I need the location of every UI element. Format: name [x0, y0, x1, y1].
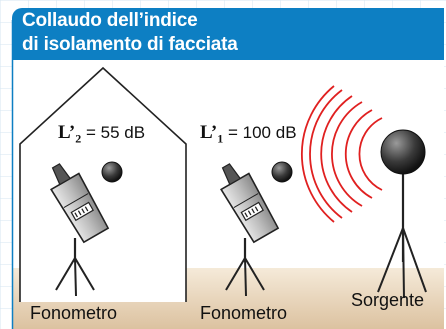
sound-wave-arcs-icon [300, 85, 383, 223]
l2-subscript: 2 [75, 131, 82, 146]
l2-value: = 55 dB [86, 123, 146, 142]
title-line-2: di isolamento di facciata [22, 34, 238, 55]
house-outline-icon [19, 66, 187, 302]
title-bar [12, 8, 444, 60]
indoor-meter-label: Fonometro [30, 303, 118, 323]
l2-symbol: L’ [58, 122, 76, 143]
title-line-1: Collaudo dell’indice [22, 10, 198, 31]
indoor-level-label: L’2 = 55 dB [58, 122, 145, 146]
outdoor-meter-label: Fonometro [200, 303, 288, 323]
sound-level-meter-icon-indoor [50, 161, 123, 297]
l1-symbol: L’ [200, 122, 218, 143]
loudspeaker-source-icon [377, 129, 427, 299]
source-label: Sorgente [351, 290, 425, 310]
l1-subscript: 1 [217, 131, 224, 146]
l1-value: = 100 dB [228, 123, 297, 142]
outdoor-level-label: L’1 = 100 dB [200, 122, 297, 146]
sound-level-meter-icon-outdoor [220, 161, 293, 297]
